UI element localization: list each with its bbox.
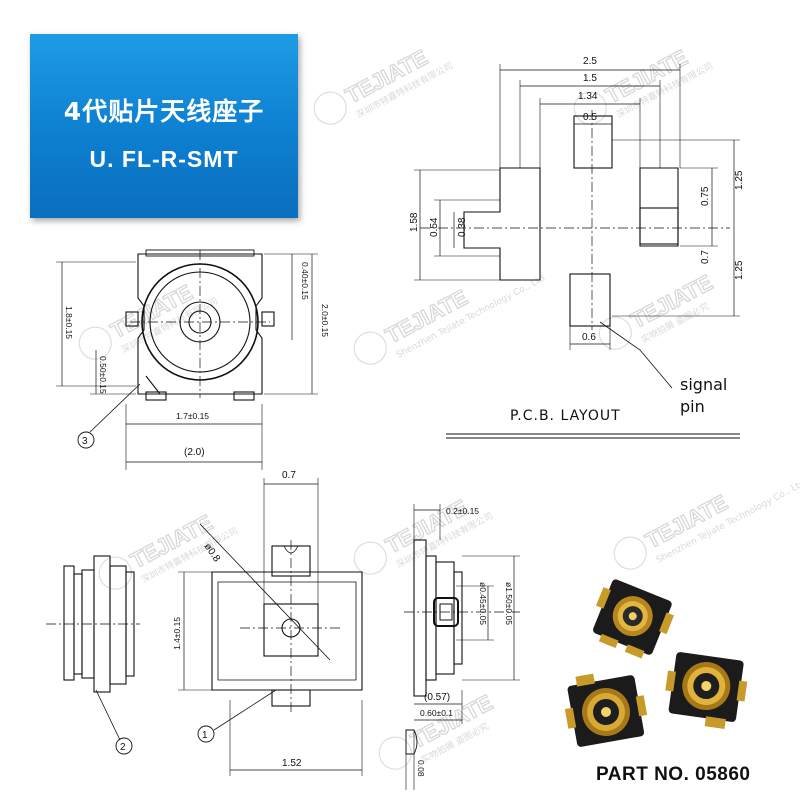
dim-0-2: 0.2±0.15 — [446, 506, 479, 516]
side-view — [46, 555, 140, 755]
dim-2-5: 2.5 — [583, 56, 597, 67]
section-view-labels: 0.2±0.15 ø0.45±0.05 ø1.50±0.05 (0.57) 0.… — [416, 506, 514, 777]
bottom-view-labels: 0.7 ø0.8 1.4±0.15 1.52 1 — [172, 470, 302, 769]
part-number: PART NO. 05860 — [596, 764, 751, 785]
callout-2: 2 — [120, 742, 126, 753]
dim-1-58: 1.58 — [409, 212, 420, 232]
dim-0-75: 0.75 — [700, 186, 711, 206]
dim-040: 0.40±0.15 — [300, 262, 310, 300]
callout-3: 3 — [82, 436, 88, 447]
pcb-layout-labels: 2.5 1.5 1.34 0.5 1.58 0.54 0.38 0.75 0.7… — [409, 56, 745, 424]
top-view — [56, 249, 318, 470]
title-model: U. FL-R-SMT — [89, 146, 239, 172]
dim-150: ø1.50±0.05 — [504, 582, 514, 625]
dim-0-7: 0.7 — [700, 250, 711, 264]
dim-1-4: 1.4±0.15 — [172, 617, 182, 650]
dim-1-25-top: 1.25 — [734, 170, 745, 190]
dim-0-54: 0.54 — [429, 217, 440, 237]
dim-1-8: 1.8±0.15 — [64, 306, 74, 339]
dim-060: 0.60±0.1 — [420, 708, 453, 718]
top-view-labels: 0.40±0.15 1.8±0.15 2.0±0.15 0.50±0.15 1.… — [64, 262, 330, 458]
pcb-layout-caption: P.C.B. LAYOUT — [510, 408, 621, 424]
title-banner: 4代贴片天线座子 U. FL-R-SMT — [30, 34, 298, 218]
dim-2-0: 2.0±0.15 — [320, 304, 330, 337]
product-photo — [564, 579, 748, 747]
side-view-labels: 2 — [120, 742, 126, 753]
dim-050: 0.50±0.15 — [98, 356, 108, 394]
callout-1: 1 — [202, 730, 208, 741]
title-chinese: 4代贴片天线座子 — [63, 97, 265, 126]
pcb-layout — [414, 64, 740, 439]
bottom-view — [178, 478, 363, 776]
section-view — [404, 504, 520, 790]
dim-057: (0.57) — [424, 692, 450, 703]
dim-1-5: 1.5 — [583, 73, 597, 84]
dim-1-7: 1.7±0.15 — [176, 411, 209, 421]
signal-label: signal — [680, 375, 727, 394]
dim-0-7-bottom: 0.7 — [282, 470, 296, 481]
dim-1-52: 1.52 — [282, 758, 302, 769]
pin-label: pin — [680, 397, 705, 416]
dim-0-5: 0.5 — [583, 112, 597, 123]
dim-045: ø0.45±0.05 — [478, 582, 488, 625]
dim-2-0-ref: (2.0) — [184, 447, 205, 458]
dim-0-6: 0.6 — [582, 332, 596, 343]
dim-1-25-bottom: 1.25 — [734, 260, 745, 280]
dim-008: 0.08 — [416, 760, 426, 777]
dim-0-38: 0.38 — [457, 217, 468, 237]
dim-1-34: 1.34 — [578, 91, 598, 102]
